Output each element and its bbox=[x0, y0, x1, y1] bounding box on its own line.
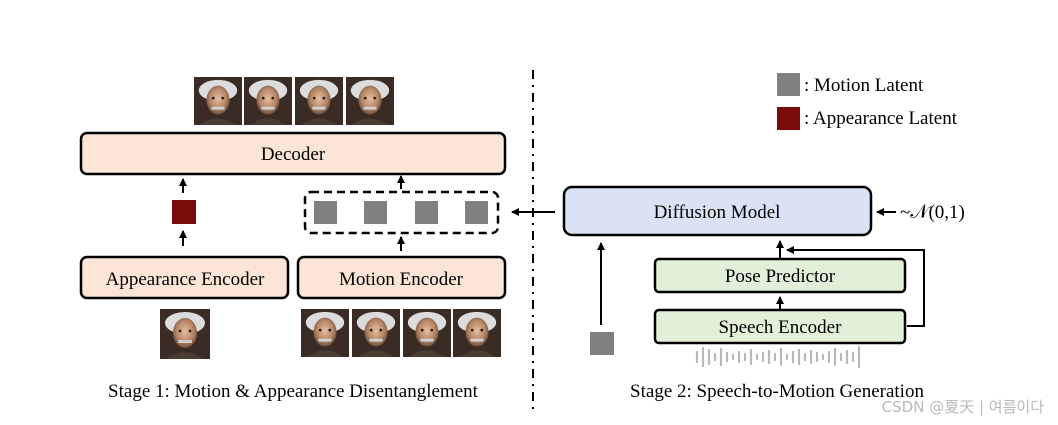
decoder-label: Decoder bbox=[261, 144, 326, 165]
pose-predictor-label: Pose Predictor bbox=[725, 266, 836, 287]
legend-motion-label: : Motion Latent bbox=[804, 75, 924, 96]
diffusion-model-label: Diffusion Model bbox=[654, 202, 781, 223]
decoder-output-frames bbox=[194, 77, 394, 125]
audio-waveform-icon bbox=[695, 345, 861, 369]
motion-latent-group bbox=[303, 190, 500, 235]
appearance-input-frame bbox=[160, 309, 210, 359]
legend-motion-swatch bbox=[777, 73, 800, 96]
speech-encoder-block: Speech Encoder bbox=[653, 308, 907, 345]
arrow-speech-skip-to-diffusion bbox=[786, 246, 925, 327]
stage2-caption: Stage 2: Speech-to-Motion Generation bbox=[630, 381, 924, 402]
noise-label: ~𝒩(0,1) bbox=[900, 202, 965, 223]
motion-input-frames bbox=[301, 309, 501, 357]
legend-appearance-label: : Appearance Latent bbox=[804, 108, 958, 129]
motion-latent-square bbox=[314, 201, 337, 224]
stage1-caption: Stage 1: Motion & Appearance Disentangle… bbox=[108, 381, 479, 402]
motion-latent-square bbox=[364, 201, 387, 224]
initial-motion-latent-square bbox=[590, 332, 614, 355]
watermark: CSDN @夏天 | 여름이다 bbox=[881, 398, 1044, 416]
decoder-block: Decoder bbox=[79, 131, 507, 176]
pose-predictor-block: Pose Predictor bbox=[653, 257, 907, 294]
motion-latent-square bbox=[465, 201, 488, 224]
motion-latent-square bbox=[415, 201, 438, 224]
legend-appearance-swatch bbox=[777, 107, 800, 130]
legend: : Motion Latent : Appearance Latent bbox=[777, 73, 958, 130]
speech-encoder-label: Speech Encoder bbox=[719, 317, 843, 338]
motion-encoder-block: Motion Encoder bbox=[296, 255, 507, 300]
appearance-encoder-block: Appearance Encoder bbox=[79, 255, 290, 300]
appearance-encoder-label: Appearance Encoder bbox=[106, 269, 265, 290]
appearance-latent-square bbox=[172, 200, 196, 224]
motion-encoder-label: Motion Encoder bbox=[339, 269, 464, 290]
diffusion-model-block: Diffusion Model bbox=[562, 185, 873, 237]
